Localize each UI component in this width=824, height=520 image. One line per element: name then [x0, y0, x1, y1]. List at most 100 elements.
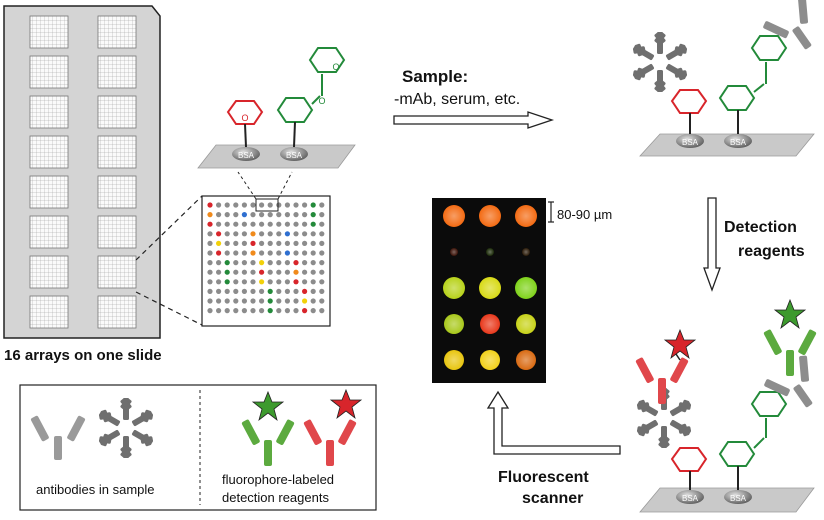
- green-glycan: [718, 391, 788, 490]
- svg-text:BSA: BSA: [682, 494, 699, 503]
- zoom-lines-array: [237, 171, 293, 200]
- array-spot: [293, 279, 299, 285]
- green-detection-antibody-icon: [763, 298, 817, 376]
- array-spot: [224, 279, 230, 285]
- slide-array-cell: [97, 255, 137, 289]
- slide-array-cell: [97, 295, 137, 329]
- array-spot: [250, 269, 256, 275]
- array-spot: [267, 260, 273, 266]
- array-spot: [241, 212, 247, 218]
- array-spot: [224, 288, 230, 294]
- green-detection-antibody-icon: [241, 390, 295, 466]
- bsa-protein: BSA: [724, 134, 752, 148]
- array-spot: [267, 250, 273, 256]
- sample-subtitle: -mAb, serum, etc.: [394, 91, 520, 108]
- array-spot: [233, 221, 239, 227]
- array-spot: [284, 308, 290, 314]
- array-spot: [267, 212, 273, 218]
- array-spot: [302, 308, 308, 314]
- array-spot: [216, 250, 222, 256]
- array-spot: [233, 240, 239, 246]
- microarray-slide: [3, 5, 161, 339]
- array-spot: [250, 288, 256, 294]
- antibody-icon: [763, 0, 812, 50]
- array-spot: [241, 298, 247, 304]
- antibody-icon: [30, 415, 86, 460]
- array-spot: [302, 260, 308, 266]
- array-spot: [310, 288, 316, 294]
- array-spot: [284, 269, 290, 275]
- bsa-protein: BSA: [232, 147, 260, 161]
- array-spot: [302, 269, 308, 275]
- array-spot: [250, 212, 256, 218]
- array-spot: [207, 231, 213, 237]
- glycan-surface-bound: BSA BSA: [633, 0, 815, 157]
- array-spot: [241, 221, 247, 227]
- legend-right-line1: fluorophore-labeled: [222, 472, 334, 487]
- array-spot: [241, 250, 247, 256]
- array-spot: [319, 221, 325, 227]
- array-spot: [216, 212, 222, 218]
- red-glycan: [670, 447, 708, 490]
- array-spot: [293, 288, 299, 294]
- svg-text:O: O: [332, 62, 339, 72]
- array-spot: [276, 288, 282, 294]
- array-spot: [319, 288, 325, 294]
- array-spot: [224, 298, 230, 304]
- slide-array-cell: [29, 255, 69, 289]
- array-spot: [276, 221, 282, 227]
- array-spot: [250, 250, 256, 256]
- array-spot: [310, 260, 316, 266]
- array-spot: [293, 298, 299, 304]
- array-spot: [310, 231, 316, 237]
- array-spot: [276, 279, 282, 285]
- array-spot: [319, 269, 325, 275]
- array-spot: [259, 269, 265, 275]
- slide-array-cells: [29, 15, 137, 329]
- detection-line2: reagents: [738, 243, 805, 260]
- array-spot: [216, 231, 222, 237]
- array-spot: [241, 260, 247, 266]
- array-spot: [310, 221, 316, 227]
- array-spot: [293, 221, 299, 227]
- array-spot: [310, 202, 316, 208]
- array-spot: [319, 308, 325, 314]
- array-spot: [216, 240, 222, 246]
- legend-box: [19, 384, 377, 511]
- array-spot: [216, 221, 222, 227]
- array-spot: [259, 221, 265, 227]
- array-spot: [284, 240, 290, 246]
- svg-text:BSA: BSA: [238, 151, 255, 160]
- scanner-line1: Fluorescent: [498, 469, 589, 486]
- array-spot: [216, 202, 222, 208]
- array-spot: [267, 279, 273, 285]
- sample-title: Sample:: [402, 67, 468, 86]
- array-spot: [259, 260, 265, 266]
- svg-text:BSA: BSA: [730, 138, 747, 147]
- array-spot: [284, 260, 290, 266]
- array-spot: [241, 308, 247, 314]
- array-spot: [233, 260, 239, 266]
- array-spot: [310, 298, 316, 304]
- array-spot: [233, 308, 239, 314]
- array-spot: [259, 308, 265, 314]
- array-spot: [250, 202, 256, 208]
- array-spot: [293, 212, 299, 218]
- array-spot: [276, 260, 282, 266]
- scale-bar: [548, 201, 554, 223]
- array-spot: [207, 202, 213, 208]
- array-spot: [302, 231, 308, 237]
- array-spot: [241, 240, 247, 246]
- bsa-protein: BSA: [676, 134, 704, 148]
- array-spot: [284, 231, 290, 237]
- array-spot: [284, 298, 290, 304]
- array-spot: [224, 212, 230, 218]
- array-spot: [233, 212, 239, 218]
- array-spot: [233, 202, 239, 208]
- legend-left-label: antibodies in sample: [36, 482, 155, 497]
- array-spot: [310, 279, 316, 285]
- array-spot: [207, 212, 213, 218]
- array-spot: [224, 231, 230, 237]
- array-spot: [302, 288, 308, 294]
- array-spot: [224, 250, 230, 256]
